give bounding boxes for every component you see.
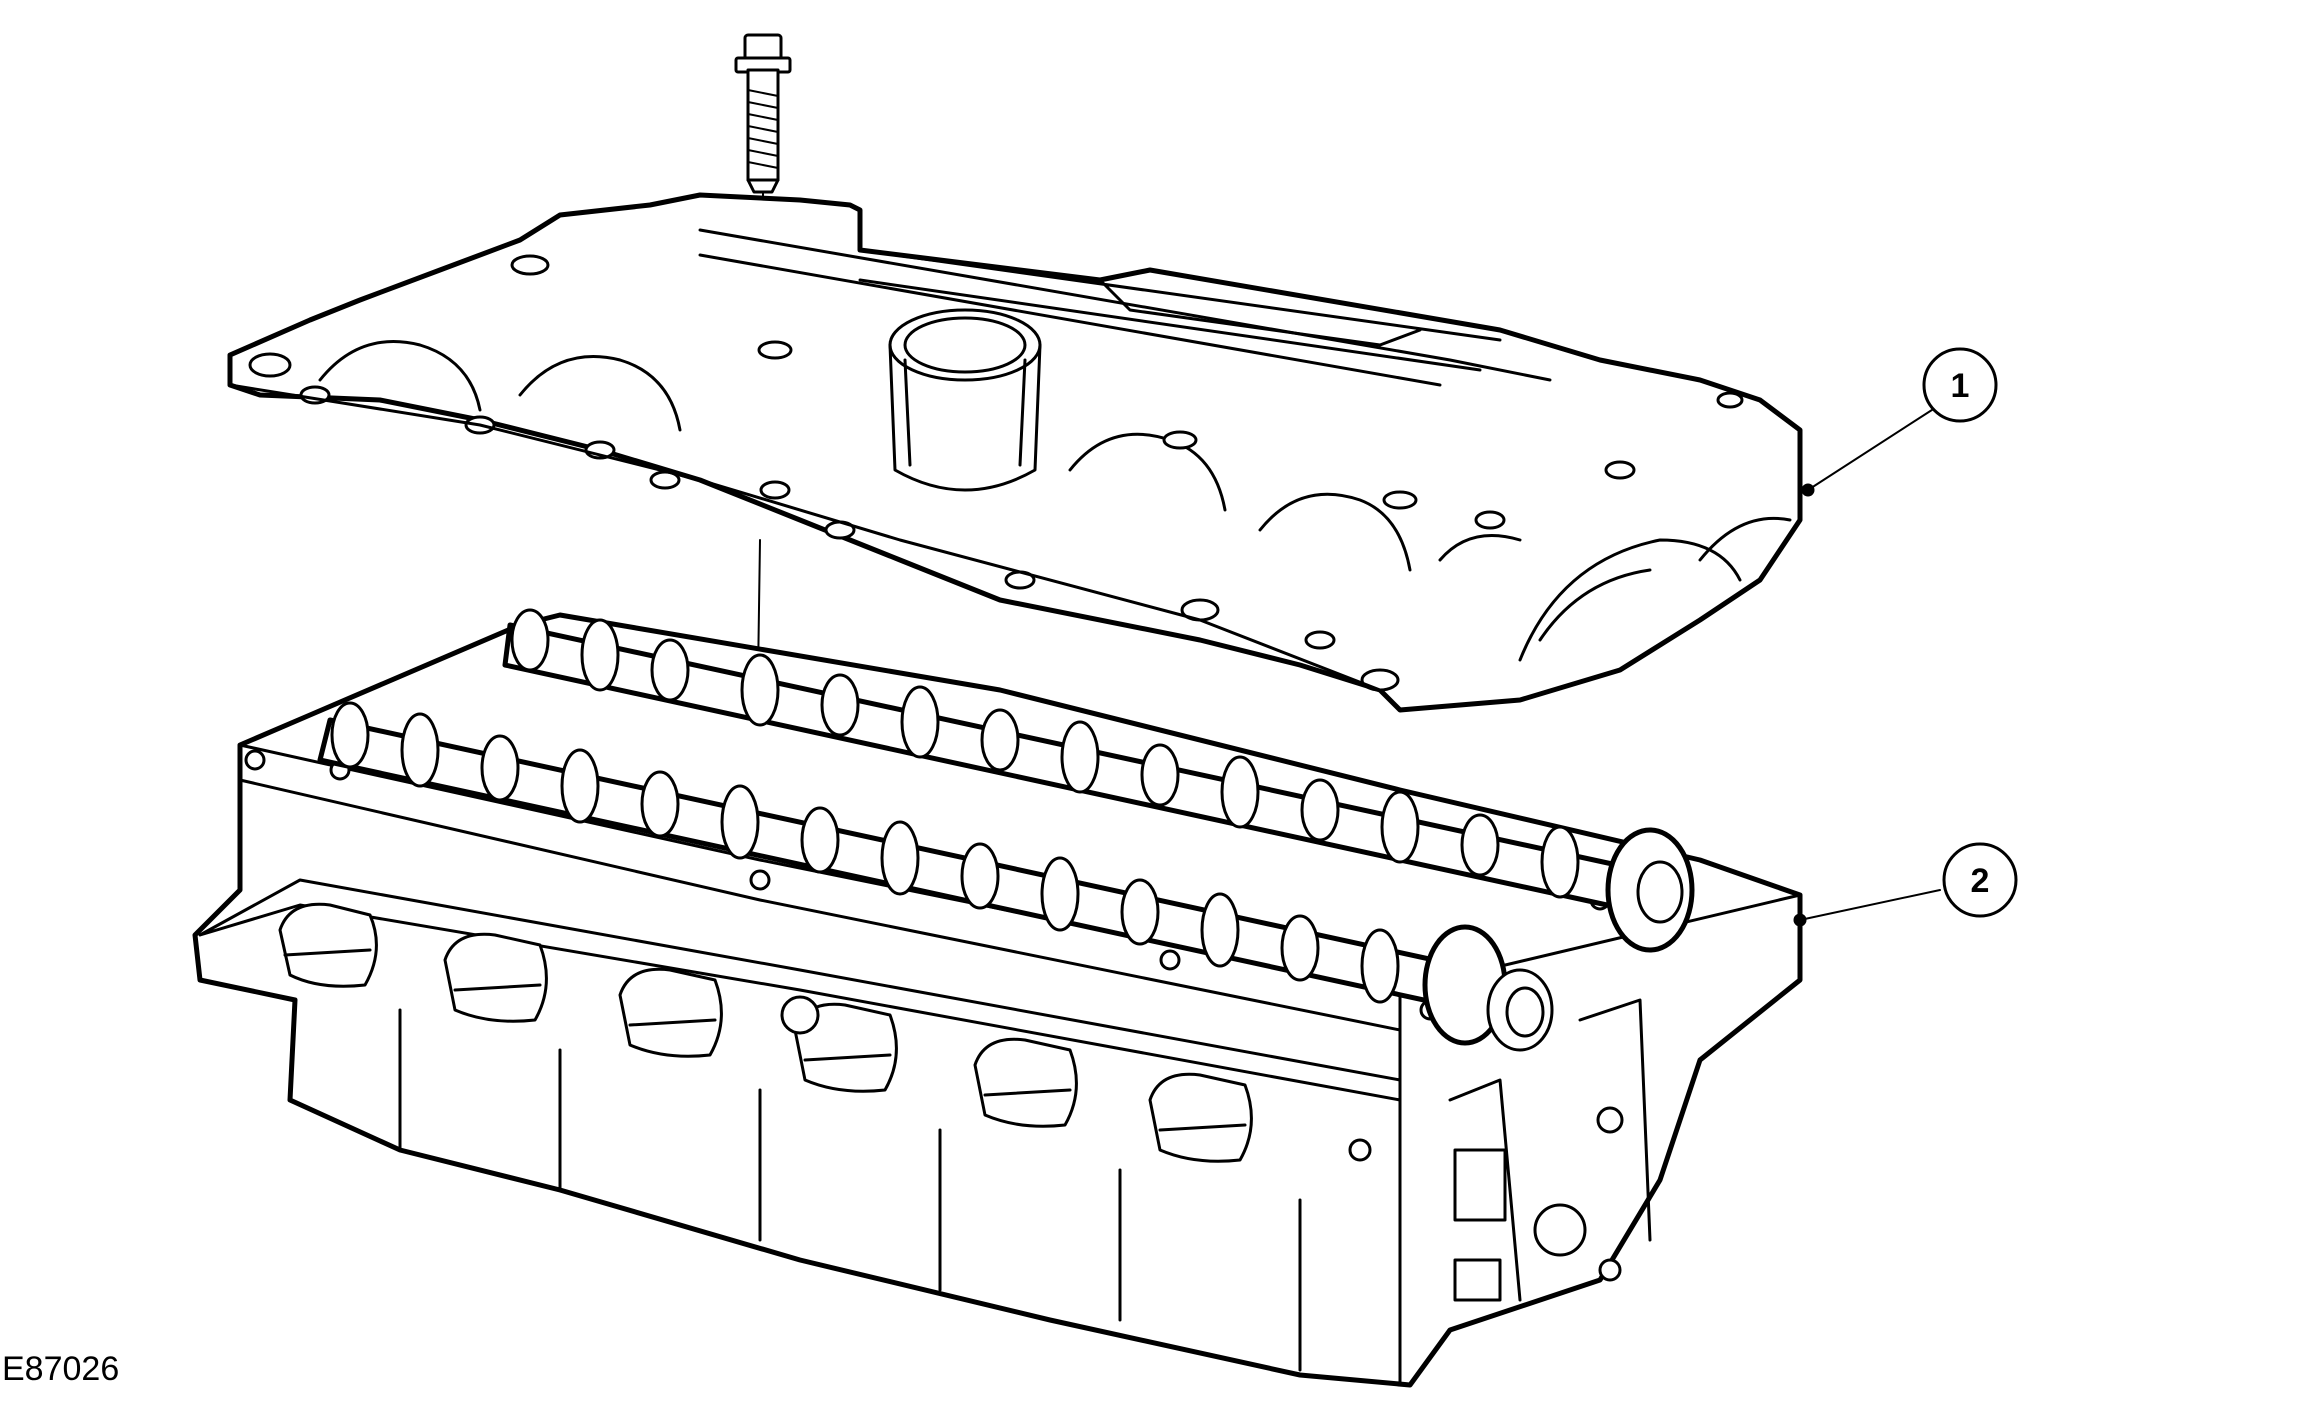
callout-2-number: 2 [1971, 862, 1990, 900]
camshaft-cover [227, 192, 1803, 713]
figure-id: E87026 [2, 1350, 120, 1388]
intake-camshaft [317, 701, 1554, 1052]
callout-2: 2 [1793, 842, 2018, 927]
cover-bolt [734, 33, 792, 194]
callout-1: 1 [1801, 347, 1998, 497]
exhaust-camshaft [502, 608, 1695, 953]
callout-1-number: 1 [1951, 367, 1970, 405]
